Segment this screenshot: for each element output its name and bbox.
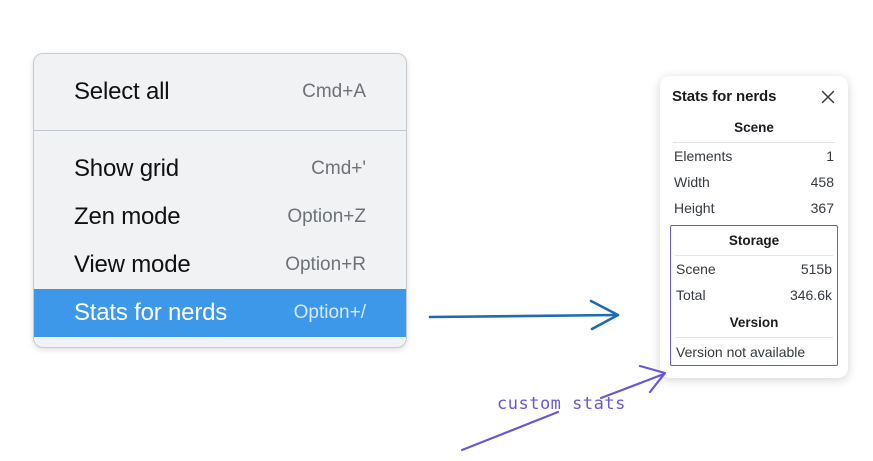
storage-section-title: Storage: [728, 233, 780, 248]
menu-item-view-mode[interactable]: View mode Option+R: [34, 241, 406, 289]
menu-separator: [34, 130, 406, 131]
stats-row: Scene 515b: [672, 256, 836, 282]
context-menu[interactable]: Select all Cmd+A Show grid Cmd+' Zen mod…: [33, 53, 407, 348]
stats-panel-title: Stats for nerds: [672, 88, 777, 105]
menu-item-zen-mode[interactable]: Zen mode Option+Z: [34, 193, 406, 241]
stats-row-label: Scene: [676, 261, 716, 277]
stats-row: Width 458: [670, 169, 838, 195]
stats-for-nerds-panel: Stats for nerds Scene Elements 1 Width 4…: [660, 76, 848, 378]
stats-row-value: 458: [810, 174, 834, 190]
version-value: Version not available: [676, 344, 806, 360]
menu-item-shortcut: Cmd+': [311, 158, 366, 179]
custom-stats-highlight-box: Storage Scene 515b Total 346.6k Version …: [670, 225, 838, 366]
scene-section-rule: [673, 142, 835, 143]
menu-item-select-all[interactable]: Select all Cmd+A: [34, 68, 406, 116]
stats-row: Height 367: [670, 195, 838, 221]
menu-item-label: Show grid: [74, 155, 179, 182]
stats-row: Elements 1: [670, 143, 838, 169]
scene-section-title: Scene: [734, 120, 774, 135]
menu-item-label: Zen mode: [74, 203, 181, 230]
menu-item-stats-for-nerds[interactable]: Stats for nerds Option+/: [34, 289, 406, 337]
menu-item-shortcut: Option+R: [285, 254, 366, 275]
stats-row-label: Total: [676, 287, 706, 303]
storage-section-rule: [675, 255, 833, 256]
version-section-rule: [675, 337, 833, 338]
menu-item-label: Stats for nerds: [74, 299, 228, 326]
stats-panel-header: Stats for nerds: [670, 86, 838, 113]
stats-row-value: 346.6k: [789, 287, 832, 303]
menu-item-shortcut: Option+/: [293, 302, 366, 323]
menu-item-shortcut: Option+Z: [287, 206, 366, 227]
version-section-title: Version: [729, 315, 779, 330]
stats-row-label: Elements: [674, 148, 733, 164]
menu-item-label: Select all: [74, 78, 170, 105]
blue-arrow-annotation: [428, 299, 620, 331]
purple-underline-annotation: [460, 410, 560, 452]
menu-group-2: Show grid Cmd+' Zen mode Option+Z View m…: [34, 131, 406, 347]
custom-stats-annotation-label: custom stats: [497, 394, 626, 414]
menu-item-shortcut: Cmd+A: [302, 81, 366, 102]
stats-row-label: Height: [674, 200, 715, 216]
stats-row-value: 1: [826, 148, 834, 164]
stats-row-value: 515b: [800, 261, 832, 277]
menu-item-label: View mode: [74, 251, 191, 278]
close-icon[interactable]: [820, 89, 836, 105]
stats-row: Total 346.6k: [672, 282, 836, 308]
stats-row-value: 367: [810, 200, 834, 216]
stats-row-label: Width: [674, 174, 710, 190]
menu-group-1: Select all Cmd+A: [34, 54, 406, 130]
menu-item-show-grid[interactable]: Show grid Cmd+': [34, 145, 406, 193]
